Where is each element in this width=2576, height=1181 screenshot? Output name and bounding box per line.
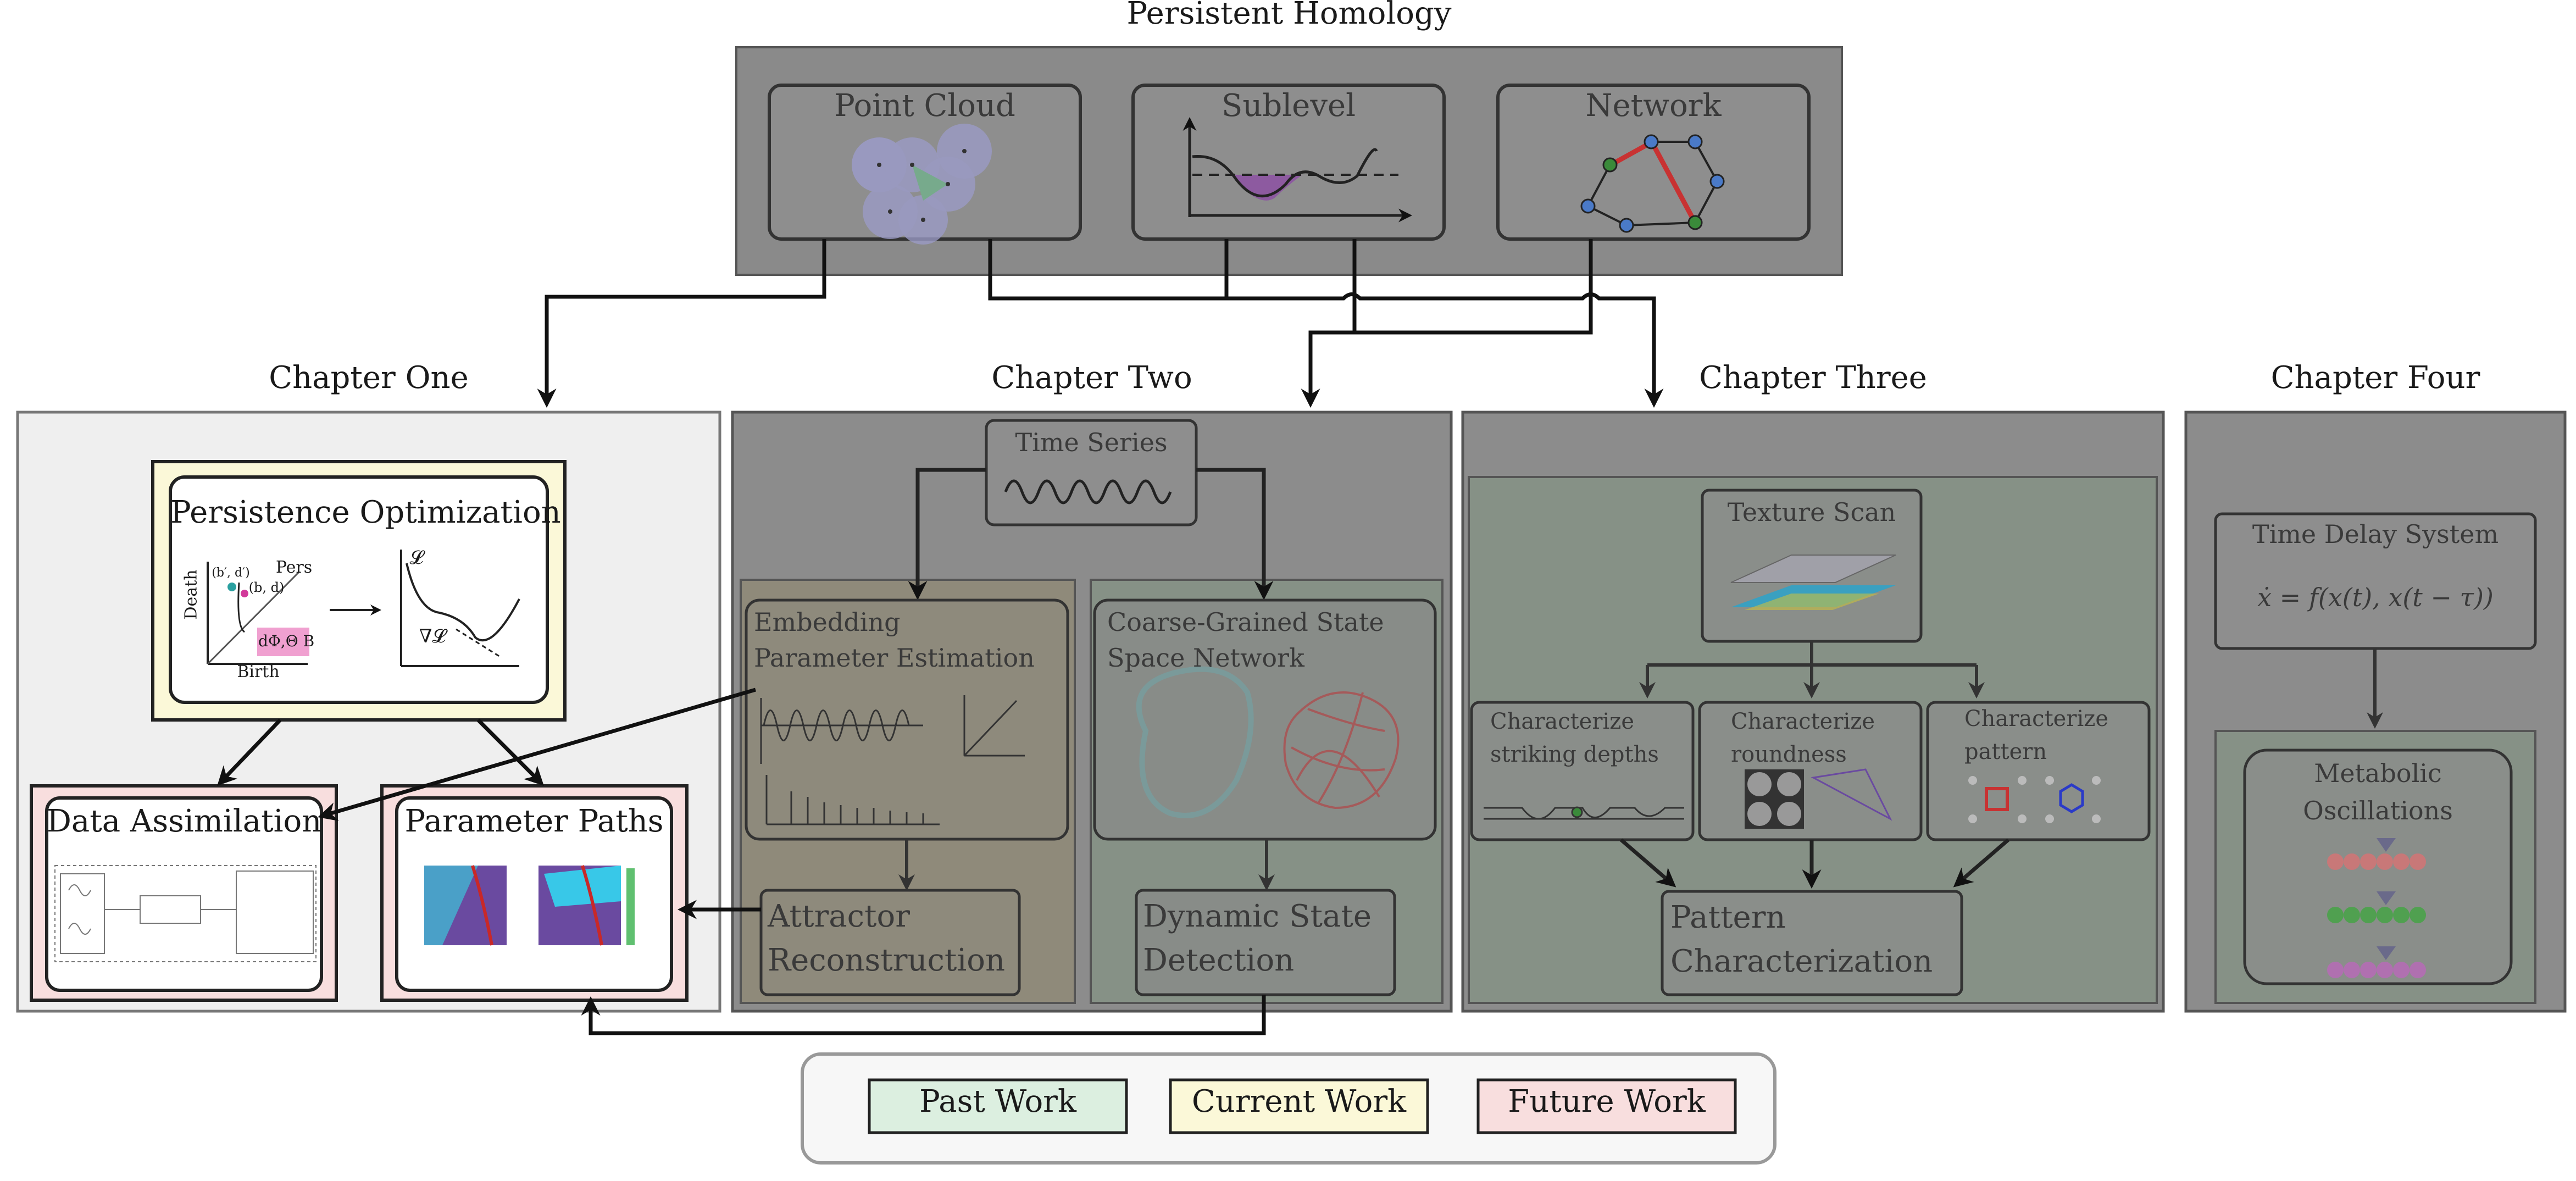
pp-title: Parameter Paths — [404, 803, 664, 839]
network-icon — [1580, 134, 1725, 233]
texture-scan-label: Texture Scan — [1727, 497, 1896, 527]
time-series-box — [985, 419, 1198, 526]
arrow-network-to-ch2 — [1354, 239, 1593, 335]
metabolic-label-1: Metabolic — [2314, 758, 2442, 788]
arrow-embedding-to-da — [318, 687, 756, 821]
legend-past-label: Past Work — [919, 1084, 1076, 1119]
chapter-three-title: Chapter Three — [1699, 360, 1927, 396]
tds-label: Time Delay System — [2252, 519, 2499, 549]
attractor-label-1: Attractor — [768, 899, 910, 934]
pers-label: Pers — [275, 558, 313, 577]
arrow-sublevel-to-ch2 — [1301, 239, 1357, 408]
pattern-label-2: pattern — [1964, 739, 2047, 764]
embedding-label-1: Embedding — [754, 607, 901, 637]
network-cloud-icon — [1283, 691, 1400, 809]
legend-future-label: Future Work — [1508, 1084, 1706, 1119]
texture-scan-icon — [1730, 555, 1896, 610]
axis-death-label: Death — [181, 569, 201, 620]
time-series-label: Time Series — [1015, 428, 1168, 457]
striking-label-2: striking depths — [1490, 742, 1659, 767]
embedding-label-2: Parameter Estimation — [754, 643, 1035, 673]
point-cloud-icon — [852, 124, 992, 245]
legend-past-swatch — [868, 1078, 1128, 1134]
roundness-icon — [1745, 768, 1892, 829]
legend-future-swatch — [1476, 1078, 1737, 1134]
dynamic-label-1: Dynamic State — [1143, 899, 1372, 934]
da-inner — [45, 796, 323, 992]
loss-label: 𝓛 — [409, 547, 424, 569]
point-cloud-label: Point Cloud — [834, 88, 1015, 124]
dynamic-label-2: Detection — [1143, 942, 1295, 978]
metabolic-chain-icon — [2327, 838, 2426, 978]
legend-current-swatch — [1169, 1078, 1429, 1134]
pattern-label-1: Characterize — [1964, 706, 2108, 731]
point-bd-label: (b, d) — [248, 580, 285, 595]
striking-label-1: Characterize — [1490, 709, 1634, 734]
pink-label: dΦ,Θ B — [258, 632, 315, 650]
ph-sublevel-box — [1131, 84, 1446, 241]
chapter-four-title: Chapter Four — [2270, 360, 2480, 396]
arrow-pattern-to-pc — [1953, 838, 2010, 888]
time-series-icon — [1004, 479, 1172, 504]
coarse-label-1: Coarse-Grained State — [1107, 607, 1384, 637]
metabolic-label-2: Oscillations — [2303, 796, 2453, 825]
pattern-icon — [1968, 776, 2101, 823]
legend-current-label: Current Work — [1191, 1084, 1407, 1119]
grad-loss-label: ∇𝓛 — [419, 625, 446, 647]
sublevel-label: Sublevel — [1221, 88, 1356, 124]
arrow-dynamic-to-pp — [581, 995, 1266, 1035]
loss-plot-icon — [400, 550, 520, 667]
striking-box — [1470, 701, 1695, 841]
da-schematic-icon — [54, 865, 317, 962]
axis-birth-label: Birth — [237, 662, 280, 681]
arrow-pc-to-ch3 — [988, 239, 1664, 408]
arrow-po-to-da — [217, 718, 282, 786]
roundness-label-2: roundness — [1731, 742, 1847, 767]
attractor-label-2: Reconstruction — [768, 942, 1006, 978]
arrow-pc-to-ch1 — [537, 239, 826, 408]
chapter-one-title: Chapter One — [269, 360, 469, 396]
da-title: Data Assimilation — [47, 803, 322, 839]
pp-heatmap-icon — [424, 865, 635, 946]
ph-network-box — [1496, 84, 1811, 241]
arrow-po-to-pp — [476, 718, 544, 786]
coarse-label-2: Space Network — [1107, 643, 1304, 673]
pattern-char-label-1: Pattern — [1670, 900, 1786, 935]
loop-icon — [1136, 666, 1254, 818]
pattern-char-box — [1661, 890, 1963, 996]
pink-label-box — [257, 628, 309, 656]
metabolic-box — [2243, 748, 2513, 985]
pattern-char-label-2: Characterization — [1670, 944, 1933, 979]
ph-title: Persistent Homology — [1126, 0, 1452, 31]
arrow-ts-to-coarse — [1196, 468, 1274, 600]
chapter-two-title: Chapter Two — [991, 360, 1192, 396]
persistence-diagram-icon — [207, 562, 309, 665]
tds-equation: ẋ = f(x(t), x(t − τ)) — [2257, 583, 2494, 612]
po-title: Persistence Optimization — [170, 495, 561, 530]
sublevel-icon — [1182, 117, 1412, 223]
arrow-striking-to-pc — [1619, 838, 1676, 888]
embedding-plot-icon — [760, 695, 1025, 825]
pattern-box — [1926, 701, 2151, 841]
arrow-ts-to-embedding — [908, 468, 986, 600]
striking-icon — [1484, 806, 1684, 820]
roundness-label-1: Characterize — [1731, 709, 1875, 734]
attractor-box — [759, 889, 1021, 996]
network-label: Network — [1585, 88, 1722, 124]
point-bd-prime-label: (b′, d′) — [212, 566, 250, 580]
